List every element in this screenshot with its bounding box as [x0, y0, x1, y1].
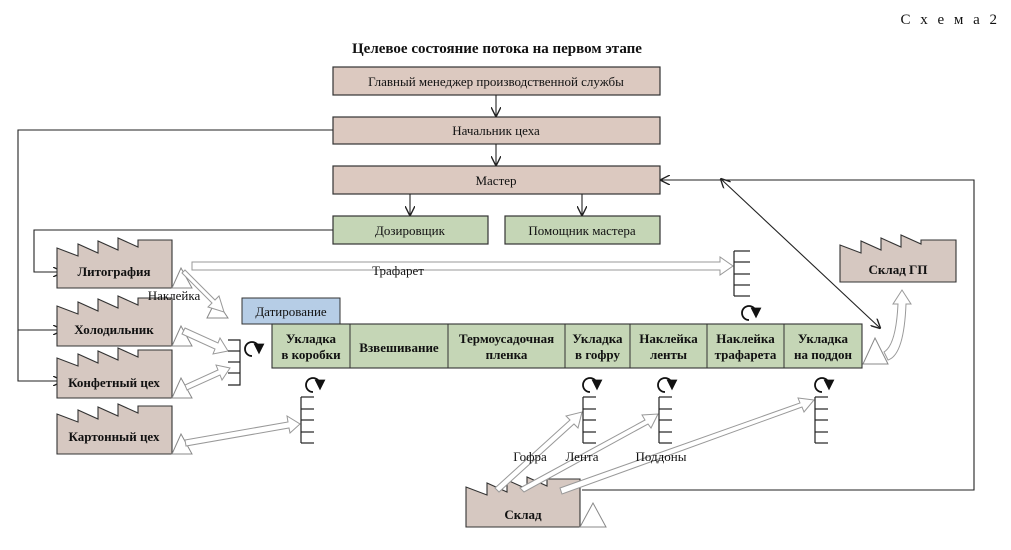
dating-box: Датирование [241, 297, 341, 325]
process-step-label-line2: в гофру [575, 347, 620, 362]
warehouse-factory: Склад [465, 476, 581, 528]
lithography-factory: Литография [56, 237, 173, 289]
finished-goods-factory: Склад ГП [839, 234, 957, 283]
process-step-label-line2: на поддон [794, 347, 853, 362]
process-step-label: Укладка [798, 331, 849, 346]
pull-cycle-icons [244, 305, 835, 393]
master-box: Мастер [332, 165, 661, 195]
general-manager-label: Главный менеджер производственной службы [368, 74, 624, 89]
sticker-label: Наклейка [148, 288, 201, 303]
lithography-label: Литография [77, 264, 150, 279]
process-step-label: Наклейка [716, 331, 775, 346]
candy-shop-label: Конфетный цех [68, 375, 160, 390]
management-arrows [17, 95, 975, 491]
candy-shop-factory: Конфетный цех [56, 347, 173, 399]
assistant-master-label: Помощник мастера [528, 223, 635, 238]
shop-chief-label: Начальник цеха [452, 123, 540, 138]
dispenser-label: Дозировщик [375, 223, 446, 238]
shop-chief-box: Начальник цеха [332, 116, 661, 145]
push-arrows [181, 256, 912, 495]
inventory-triangles [171, 266, 889, 528]
assistant-master-box: Помощник мастера [504, 215, 661, 245]
supermarket-racks [228, 250, 828, 444]
process-step-label-line2: ленты [650, 347, 687, 362]
dispenser-box: Дозировщик [332, 215, 489, 245]
dating-label: Датирование [255, 304, 327, 319]
carton-shop-factory: Картонный цех [56, 403, 173, 455]
process-step-label-line2: пленка [486, 347, 528, 362]
fridge-label: Холодильник [74, 322, 154, 337]
process-step-label-line2: в коробки [281, 347, 341, 362]
process-step-label: Взвешивание [359, 340, 439, 355]
master-label: Мастер [475, 173, 516, 188]
warehouse-label: Склад [504, 507, 542, 522]
corrugation-label: Гофра [513, 449, 547, 464]
process-step-label-line2: трафарета [715, 347, 777, 362]
stencil-label: Трафарет [372, 263, 424, 278]
scheme-label: С х е м а 2 [900, 12, 1000, 28]
fridge-factory: Холодильник [56, 295, 173, 347]
carton-shop-label: Картонный цех [69, 429, 160, 444]
process-step-label: Термоусадочная [459, 331, 554, 346]
general-manager-box: Главный менеджер производственной службы [332, 66, 661, 96]
pallets-label: Поддоны [636, 449, 687, 464]
process-step-label: Наклейка [639, 331, 698, 346]
tape-label: Лента [565, 449, 598, 464]
finished-goods-label: Склад ГП [869, 262, 928, 277]
diagram-title: Целевое состояние потока на первом этапе [352, 41, 642, 57]
process-step-label: Укладка [572, 331, 623, 346]
process-step-label: Укладка [286, 331, 337, 346]
